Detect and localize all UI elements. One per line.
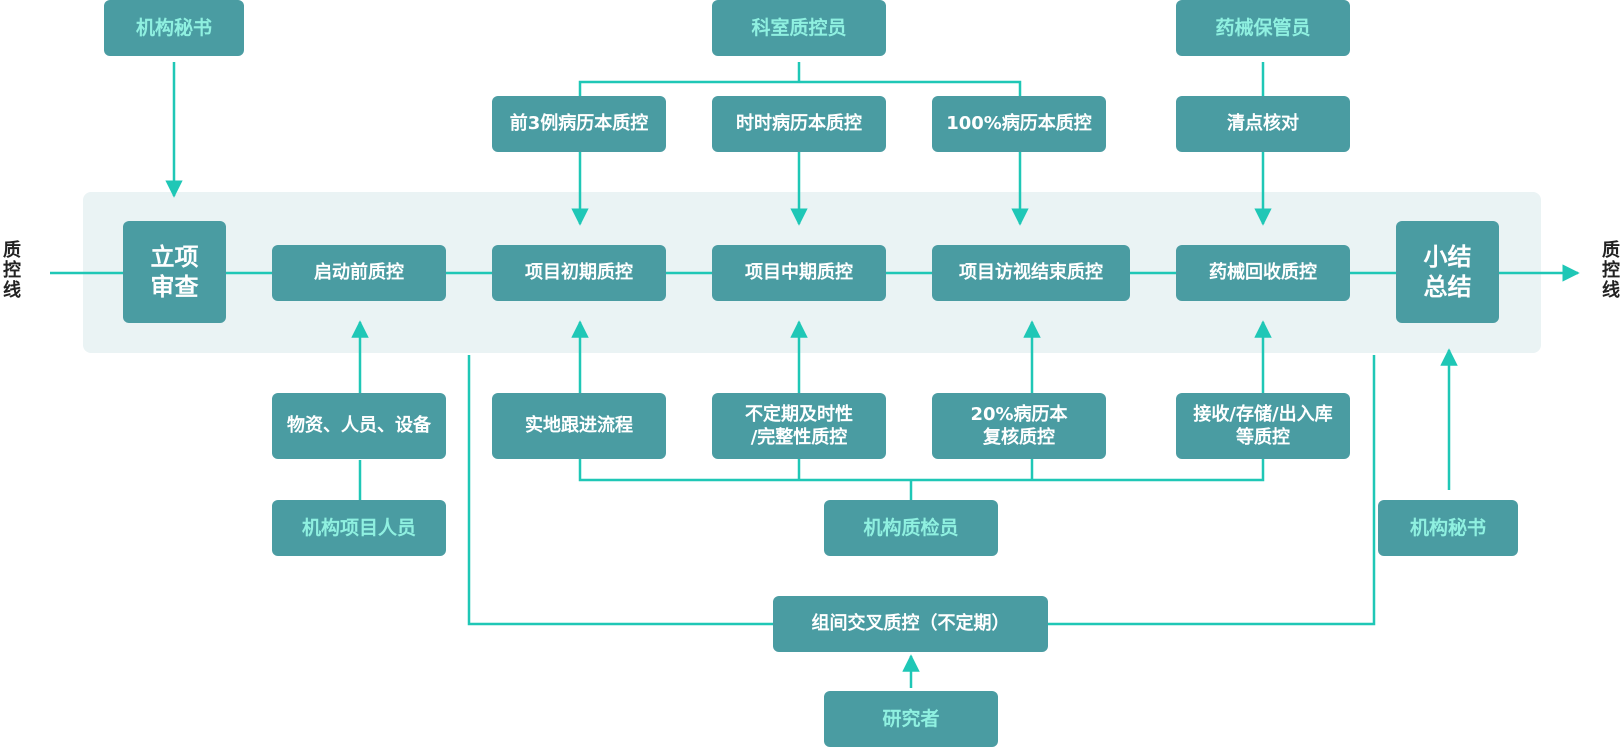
task-realtime-records: 时时病历本质控: [712, 96, 886, 152]
cross-group-qc: 组间交叉质控（不定期）: [773, 596, 1048, 652]
cross-qc-right-line: [1048, 355, 1376, 626]
step-early-qc: 项目初期质控: [492, 245, 666, 301]
quality-line-label-left: 质 控 线: [3, 240, 21, 301]
task-recheck-20-percent: 20%病历本 复核质控: [932, 393, 1106, 459]
step-summary: 小结 总结: [1396, 221, 1499, 323]
quality-line-label-right: 质 控 线: [1602, 240, 1620, 301]
step-project-review: 立项 审查: [123, 221, 226, 323]
task-materials-staff-equipment: 物资、人员、设备: [272, 393, 446, 459]
role-dept-qc: 科室质控员: [712, 0, 886, 56]
task-full100-records: 100%病历本质控: [932, 96, 1106, 152]
role-researcher: 研究者: [824, 691, 998, 747]
role-secretary-bottom: 机构秘书: [1378, 500, 1518, 556]
step-mid-qc: 项目中期质控: [712, 245, 886, 301]
step-drug-recovery-qc: 药械回收质控: [1176, 245, 1350, 301]
step-visit-end-qc: 项目访视结束质控: [932, 245, 1130, 301]
role-drug-keeper: 药械保管员: [1176, 0, 1350, 56]
role-project-staff: 机构项目人员: [272, 500, 446, 556]
step-pre-start-qc: 启动前质控: [272, 245, 446, 301]
dept-qc-bracket: [578, 80, 1022, 96]
task-first3-records: 前3例病历本质控: [492, 96, 666, 152]
task-inventory-check: 清点核对: [1176, 96, 1350, 152]
inspector-bracket: [578, 459, 1265, 482]
task-receiving-storage-qc: 接收/存储/出入库 等质控: [1176, 393, 1350, 459]
role-secretary-top: 机构秘书: [104, 0, 244, 56]
role-qc-inspector: 机构质检员: [824, 500, 998, 556]
task-onsite-follow-up: 实地跟进流程: [492, 393, 666, 459]
task-irregular-timeliness-qc: 不定期及时性 /完整性质控: [712, 393, 886, 459]
cross-qc-left-line: [467, 355, 773, 626]
